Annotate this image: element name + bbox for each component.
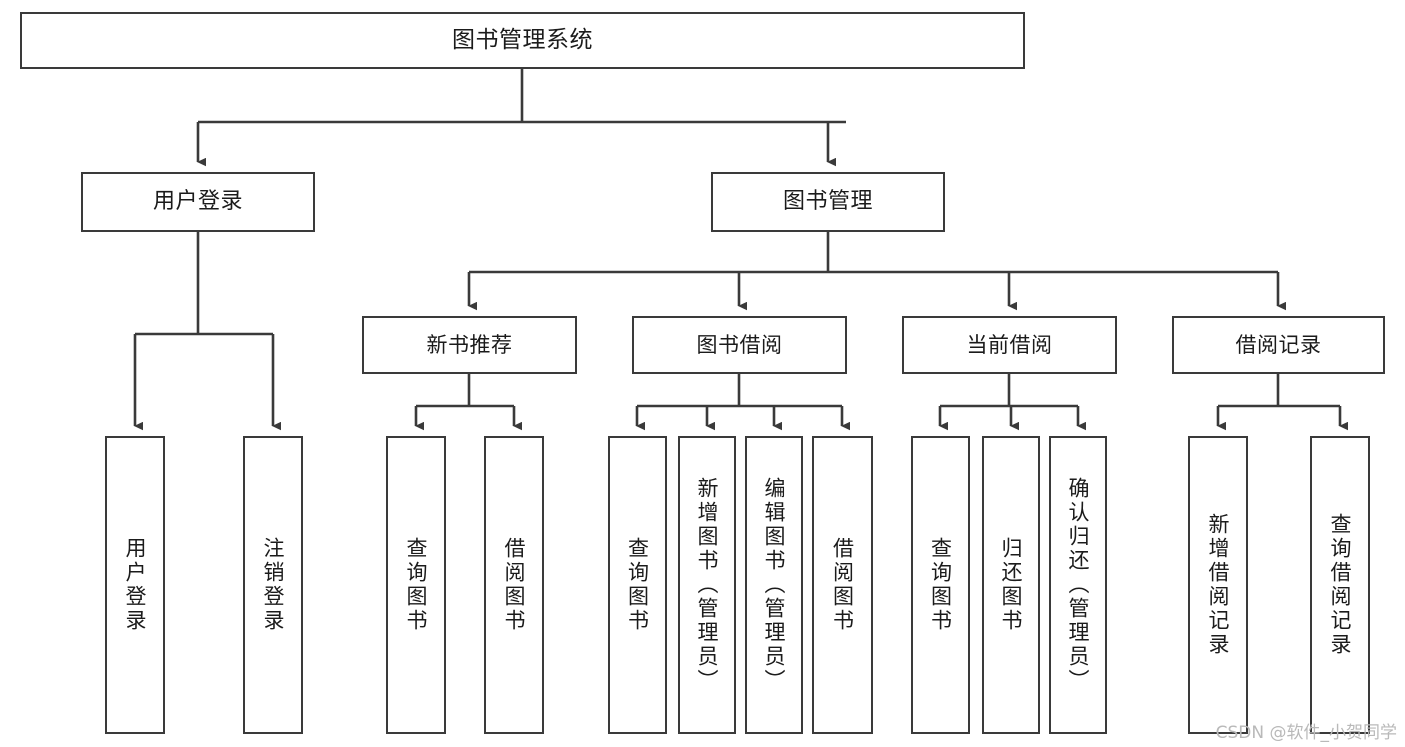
node-book-management[interactable]: 图书管理 bbox=[711, 172, 945, 232]
node-leaf-user-login-label: 用户登录 bbox=[123, 537, 148, 633]
node-book-borrow-label: 图书借阅 bbox=[696, 332, 783, 357]
node-leaf-return-book[interactable]: 归还图书 bbox=[982, 436, 1040, 734]
node-leaf-query-book-1[interactable]: 查询图书 bbox=[386, 436, 446, 734]
node-leaf-query-borrow-record[interactable]: 查询借阅记录 bbox=[1310, 436, 1370, 734]
node-leaf-query-borrow-record-label: 查询借阅记录 bbox=[1328, 513, 1353, 657]
node-current-borrow-label: 当前借阅 bbox=[966, 332, 1053, 357]
node-book-management-label: 图书管理 bbox=[782, 189, 873, 215]
node-leaf-logout-login-label: 注销登录 bbox=[261, 537, 286, 633]
node-root[interactable]: 图书管理系统 bbox=[20, 12, 1025, 69]
node-user-login-label: 用户登录 bbox=[152, 189, 243, 215]
node-leaf-query-book-2-label: 查询图书 bbox=[625, 537, 650, 633]
node-leaf-query-book-2[interactable]: 查询图书 bbox=[608, 436, 667, 734]
node-leaf-edit-book-admin-label: 编辑图书（管理员） bbox=[762, 477, 787, 693]
node-leaf-query-book-3-label: 查询图书 bbox=[928, 537, 953, 633]
node-leaf-query-book-1-label: 查询图书 bbox=[404, 537, 429, 633]
node-leaf-edit-book-admin[interactable]: 编辑图书（管理员） bbox=[745, 436, 803, 734]
node-leaf-confirm-return-admin[interactable]: 确认归还（管理员） bbox=[1049, 436, 1107, 734]
node-leaf-confirm-return-admin-label: 确认归还（管理员） bbox=[1066, 477, 1091, 693]
node-leaf-user-login[interactable]: 用户登录 bbox=[105, 436, 165, 734]
node-leaf-add-borrow-record-label: 新增借阅记录 bbox=[1206, 513, 1231, 657]
node-leaf-add-book-admin[interactable]: 新增图书（管理员） bbox=[678, 436, 736, 734]
node-leaf-borrow-book-2[interactable]: 借阅图书 bbox=[812, 436, 873, 734]
node-leaf-borrow-book-1[interactable]: 借阅图书 bbox=[484, 436, 544, 734]
node-new-book-recommend[interactable]: 新书推荐 bbox=[362, 316, 577, 374]
node-leaf-add-borrow-record[interactable]: 新增借阅记录 bbox=[1188, 436, 1248, 734]
node-leaf-logout-login[interactable]: 注销登录 bbox=[243, 436, 303, 734]
node-leaf-return-book-label: 归还图书 bbox=[999, 537, 1024, 633]
node-current-borrow[interactable]: 当前借阅 bbox=[902, 316, 1117, 374]
node-borrow-record-label: 借阅记录 bbox=[1235, 332, 1322, 357]
watermark-text: CSDN @软件_小贺同学 bbox=[1215, 723, 1397, 743]
node-user-login[interactable]: 用户登录 bbox=[81, 172, 315, 232]
node-leaf-borrow-book-1-label: 借阅图书 bbox=[502, 537, 527, 633]
node-new-book-recommend-label: 新书推荐 bbox=[426, 332, 513, 357]
node-borrow-record[interactable]: 借阅记录 bbox=[1172, 316, 1385, 374]
node-book-borrow[interactable]: 图书借阅 bbox=[632, 316, 847, 374]
node-root-label: 图书管理系统 bbox=[452, 27, 593, 54]
node-leaf-borrow-book-2-label: 借阅图书 bbox=[830, 537, 855, 633]
node-leaf-query-book-3[interactable]: 查询图书 bbox=[911, 436, 970, 734]
node-leaf-add-book-admin-label: 新增图书（管理员） bbox=[695, 477, 720, 693]
